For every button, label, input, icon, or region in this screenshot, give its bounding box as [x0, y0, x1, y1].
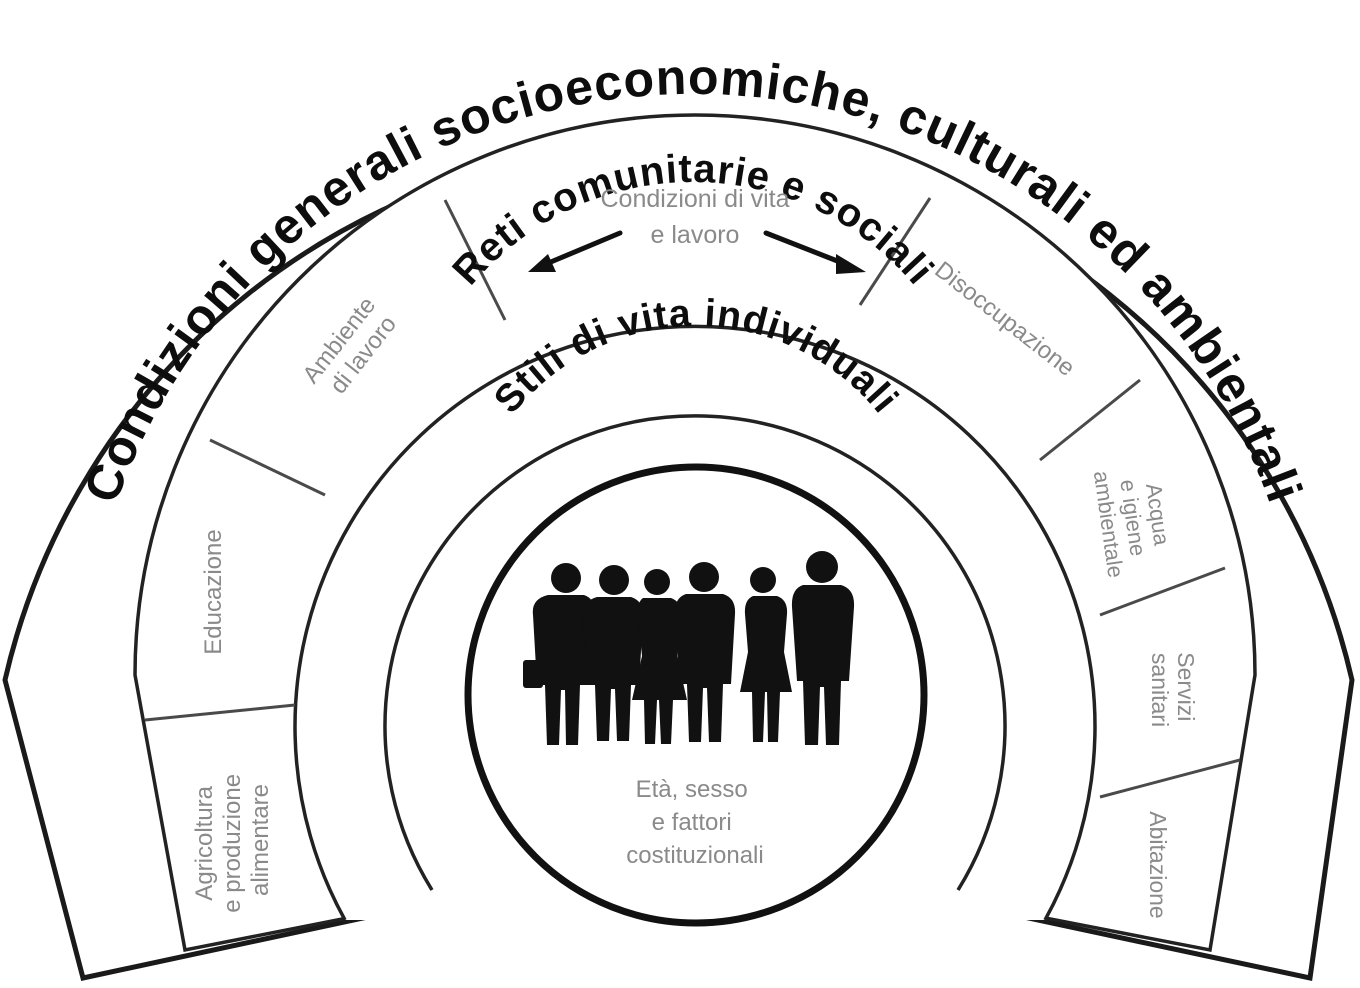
sector-education: Educazione [200, 529, 227, 654]
group-of-people-silhouette-icon [523, 551, 855, 745]
double-arrow-icon [528, 230, 866, 274]
core-label: Età, sesso e fattori costituzionali [626, 776, 763, 869]
sector-agriculture: Agricoltura e produzione alimentare [191, 767, 274, 912]
sector-dividers [144, 197, 1241, 799]
sector-water: Acqua e igiene ambientale [1089, 462, 1178, 579]
sector-housing: Abitazione [1145, 811, 1171, 918]
sector-health-services: Servizi sanitari [1147, 652, 1199, 727]
living-conditions-label: Condizioni di vita [601, 185, 790, 213]
living-conditions-label-line2: e lavoro [651, 221, 740, 249]
